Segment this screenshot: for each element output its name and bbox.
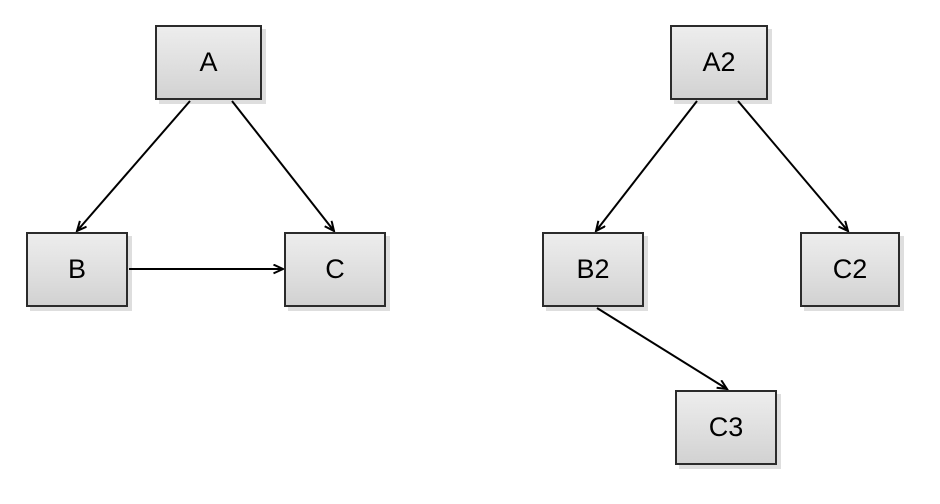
node-label: C2 [832,254,868,284]
node-label: A [199,47,218,77]
edge-a-to-b [77,100,191,231]
node-a[interactable]: A [155,25,262,100]
node-c[interactable]: C [284,232,386,307]
edge-b2-to-c3 [596,307,727,389]
node-label: B2 [576,254,610,284]
edge-a2-to-c2 [737,100,848,231]
node-c3[interactable]: C3 [675,390,777,465]
edge-a2-to-b2 [596,100,698,231]
node-label: C [325,254,345,284]
node-b[interactable]: B [26,232,128,307]
node-a2[interactable]: A2 [670,25,768,100]
edges-group [77,100,848,389]
node-c2[interactable]: C2 [800,232,900,307]
node-label: C3 [708,412,744,442]
edge-a-to-c [231,100,334,231]
node-label: B [67,254,86,284]
node-label: A2 [702,47,736,77]
node-b2[interactable]: B2 [542,232,644,307]
